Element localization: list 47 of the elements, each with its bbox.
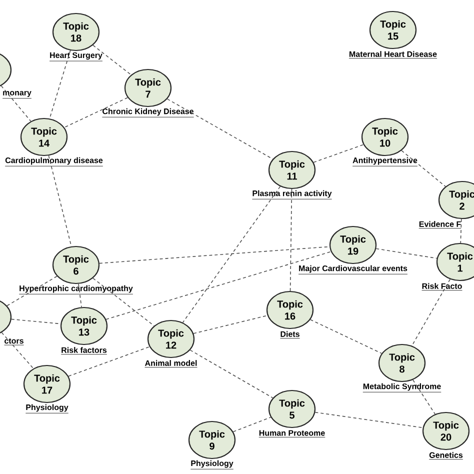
topic-label: ctors: [4, 338, 24, 346]
dashed-connector: [166, 98, 274, 160]
dashed-connector: [232, 416, 272, 432]
dashed-connector: [68, 346, 150, 377]
topic-label: Chronic Kidney Disease: [102, 108, 194, 118]
topic-label: Heart Surgery: [49, 52, 103, 62]
dashed-connector: [182, 186, 281, 323]
dashed-connector: [412, 278, 450, 346]
topic-label: Maternal Heart Disease: [348, 51, 438, 59]
topic-label: Major Cardiovascular events: [298, 265, 408, 274]
topic-label: Antihypertensive: [352, 157, 418, 166]
topic-label: Cardiopulmonary disease: [4, 157, 104, 166]
topic-label: Genetics: [428, 452, 464, 460]
topic-label: Diets: [280, 331, 300, 339]
topic-label: Hypertrophic cardiomyopathy: [18, 285, 134, 294]
dashed-connector: [401, 150, 446, 187]
dashed-connector: [190, 350, 274, 398]
dashed-connector: [460, 218, 462, 244]
dashed-connector: [49, 50, 71, 119]
topic-label: Animal model: [144, 360, 198, 368]
topic-label: Physiology: [25, 404, 69, 414]
dashed-connector: [314, 412, 424, 428]
dashed-connector: [1, 332, 34, 369]
topic-label: Physiology: [190, 460, 234, 470]
dashed-connector: [0, 85, 32, 122]
dashed-connector: [106, 251, 332, 320]
topic-label: Evidence F: [418, 221, 462, 229]
dashed-connector: [92, 278, 154, 326]
dashed-connector: [92, 44, 132, 76]
topic-label: Human Proteome: [258, 430, 326, 438]
dashed-connector: [290, 188, 292, 292]
dashed-connector: [313, 144, 364, 163]
dashed-connector: [78, 284, 82, 308]
topic-label: Metabolic Syndrome: [362, 383, 442, 392]
dashed-connector: [376, 248, 438, 259]
dashed-connector: [64, 97, 128, 128]
topic-label: monary: [2, 91, 32, 99]
dashed-connector: [193, 315, 268, 334]
dashed-connector: [310, 319, 382, 354]
dashed-connector: [6, 276, 58, 306]
topic-label: Plasma renin activity: [252, 190, 332, 200]
dashed-connector: [48, 155, 72, 247]
topic-label: Risk factors: [60, 347, 108, 355]
topic-label: Risk Facto: [422, 283, 462, 291]
dashed-connector: [99, 246, 330, 264]
dashed-connector: [11, 318, 61, 324]
dashed-connector: [412, 379, 436, 415]
